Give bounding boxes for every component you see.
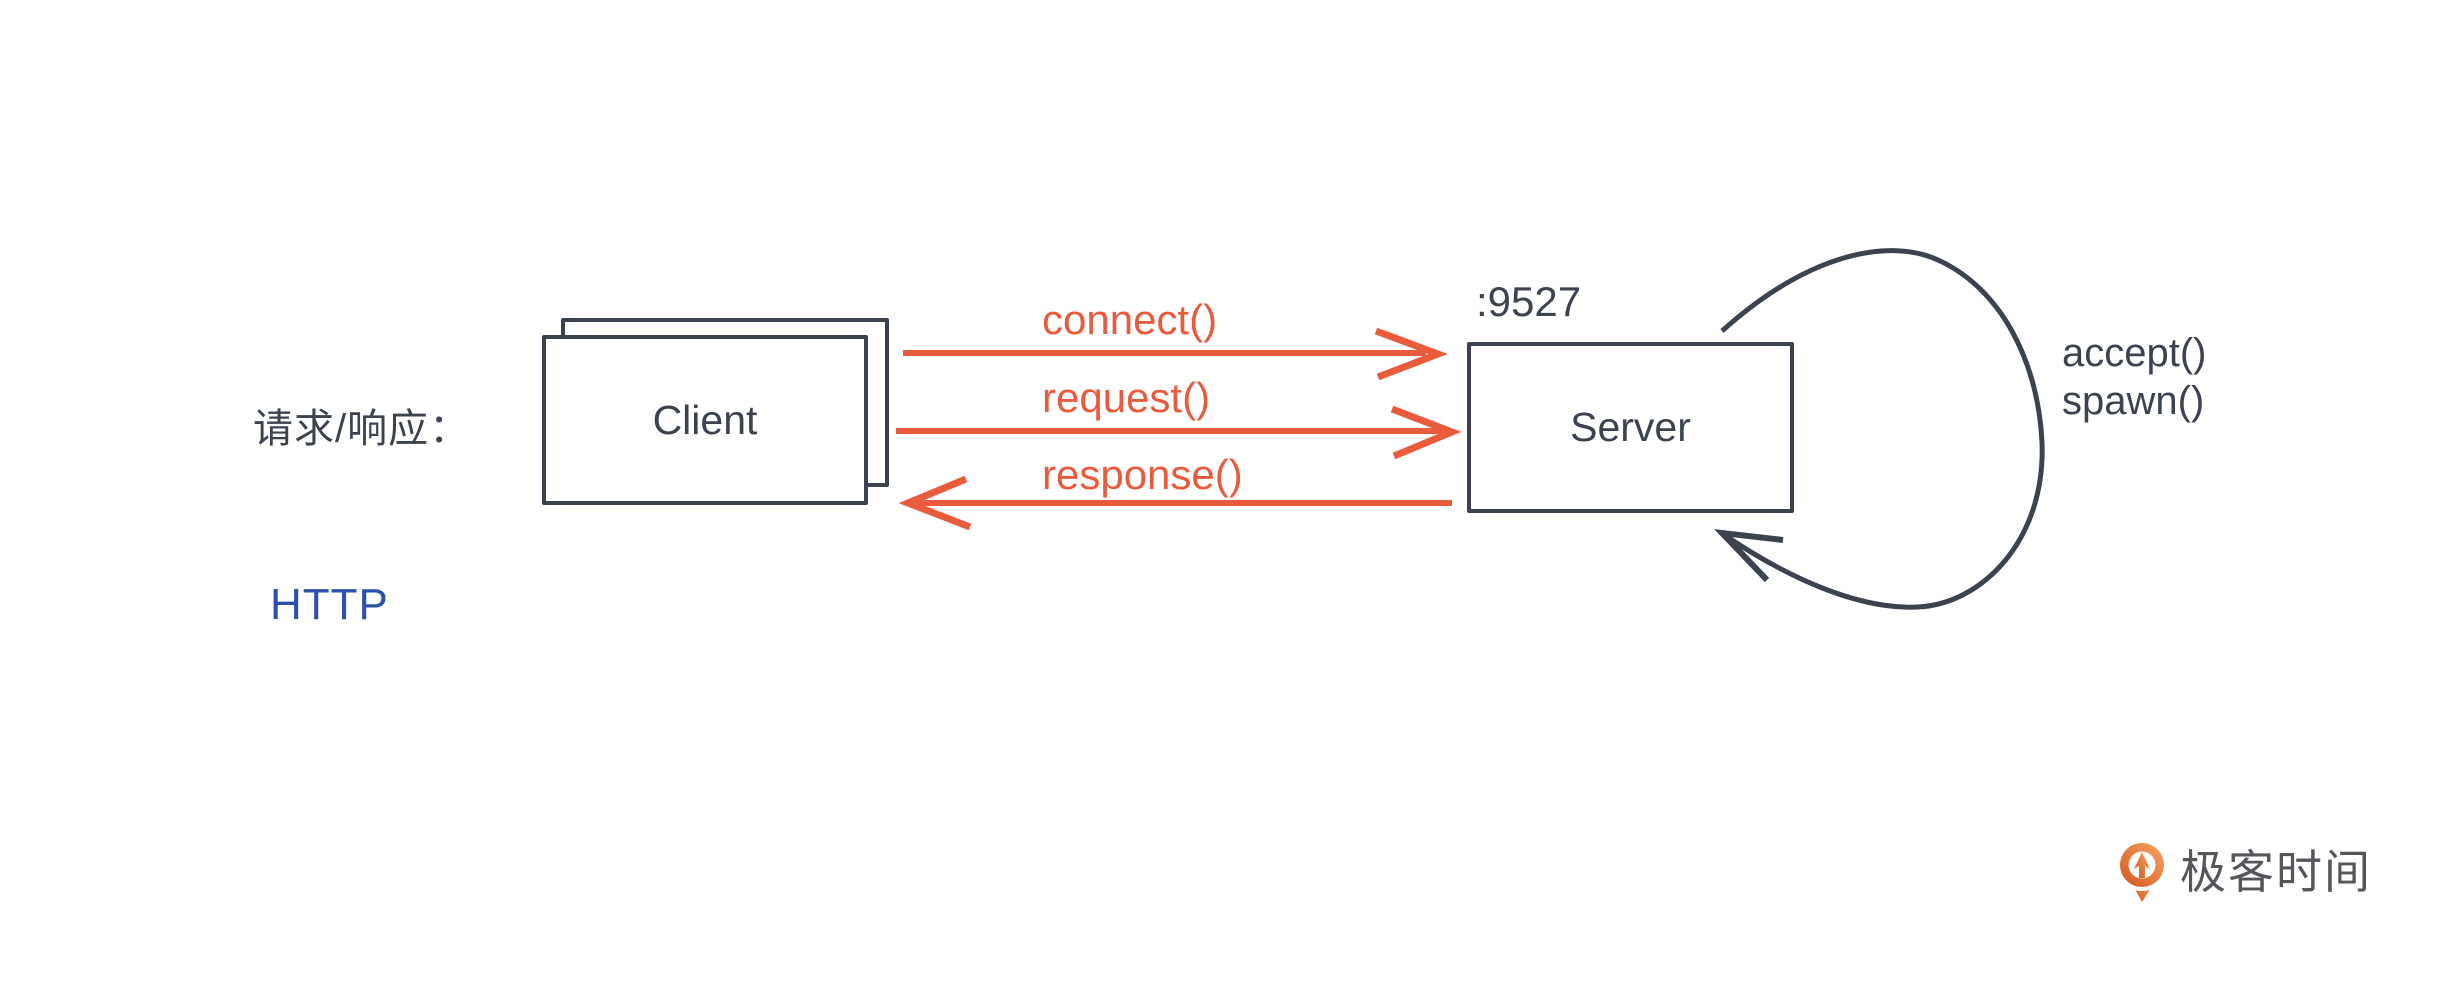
response-label: response() <box>1042 451 1243 498</box>
server-box: Server <box>1467 342 1794 513</box>
geektime-logo-text: 极客时间 <box>2180 846 2372 898</box>
server-label: Server <box>1570 404 1691 450</box>
request-response-label: 请求/响应： <box>253 407 471 451</box>
accept-label: accept() <box>2062 331 2207 375</box>
server-port-label: :9527 <box>1476 278 1582 325</box>
request-label: request() <box>1042 374 1211 421</box>
response-arrow <box>898 475 1452 531</box>
geektime-logo-icon <box>2116 839 2168 902</box>
client-label: Client <box>652 396 758 443</box>
loop-arrow <box>1714 248 2045 610</box>
http-label: HTTP <box>270 580 389 629</box>
request-arrow <box>896 405 1462 460</box>
client-box: Client <box>542 335 868 505</box>
loop-labels: accept() spawn() <box>2062 329 2207 425</box>
connect-arrow <box>903 327 1448 381</box>
geektime-logo: 极客时间 <box>2116 836 2372 902</box>
spawn-label: spawn() <box>2062 379 2205 423</box>
connect-label: connect() <box>1042 296 1218 343</box>
